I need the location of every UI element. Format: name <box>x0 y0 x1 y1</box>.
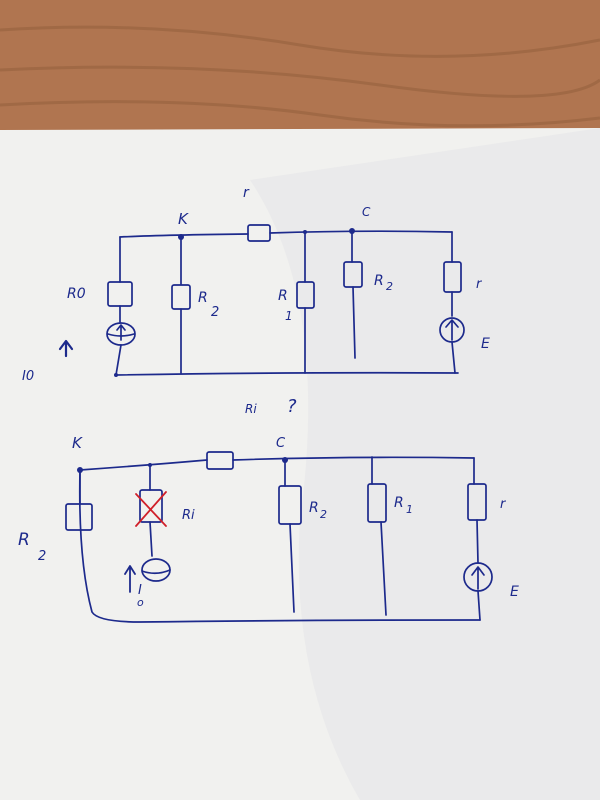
resistor-r2-b-label: R <box>374 273 384 289</box>
circuit-bottom <box>65 451 493 623</box>
current-source-sub-bottom: o <box>137 596 144 609</box>
middle-note-ri: Ri <box>245 402 257 416</box>
wooden-table <box>0 0 600 140</box>
nodes-top <box>114 228 355 377</box>
resistor-r2-left <box>65 503 93 531</box>
resistor-r2-left-sub: 2 <box>38 549 46 564</box>
resistor-ri-crossed <box>139 489 163 523</box>
resistor-r1-sub: 1 <box>285 309 293 323</box>
resistor-r2-b-sub: 2 <box>386 280 393 293</box>
nodes-bottom <box>77 457 288 473</box>
node-c-bottom: C <box>276 436 286 451</box>
emf-label-top: E <box>481 336 490 352</box>
resistor-r2-a-sub: 2 <box>211 305 219 320</box>
resistor-r2-a-label: R <box>198 290 208 306</box>
source-internal-r-label-top: r <box>476 277 483 292</box>
current-source-label-bottom: I <box>138 583 142 598</box>
resistor-r0-label: R0 <box>67 286 86 302</box>
resistor-r1-label-bottom: R <box>394 495 404 511</box>
paper-shadow <box>250 128 600 800</box>
red-cross-out <box>135 491 167 527</box>
node-k-bottom: K <box>72 434 83 452</box>
resistor-ri-label: Ri <box>182 508 195 523</box>
node-c-top: C <box>362 205 371 219</box>
source-internal-r-label-bottom: r <box>500 497 507 512</box>
resistor-r1-bottom <box>367 483 387 523</box>
current-source-label-top: I0 <box>22 369 34 384</box>
resistor-r1-label: R <box>278 288 288 304</box>
resistor-r2-label-bottom: R <box>309 500 319 516</box>
resistor-r2-left-label: R <box>18 530 30 550</box>
middle-note-question: ? <box>287 396 297 417</box>
resistor-r1-sub-bottom: 1 <box>406 503 413 516</box>
resistor-r2-sub-bottom: 2 <box>320 508 327 521</box>
current-arrow-bottom <box>124 565 136 593</box>
wood-grain <box>0 25 600 128</box>
circuit-top <box>58 224 465 376</box>
current-arrow-top <box>58 339 74 358</box>
emf-label-bottom: E <box>510 584 519 600</box>
series-resistor-label: r <box>243 185 250 201</box>
node-k-top: K <box>178 210 189 228</box>
